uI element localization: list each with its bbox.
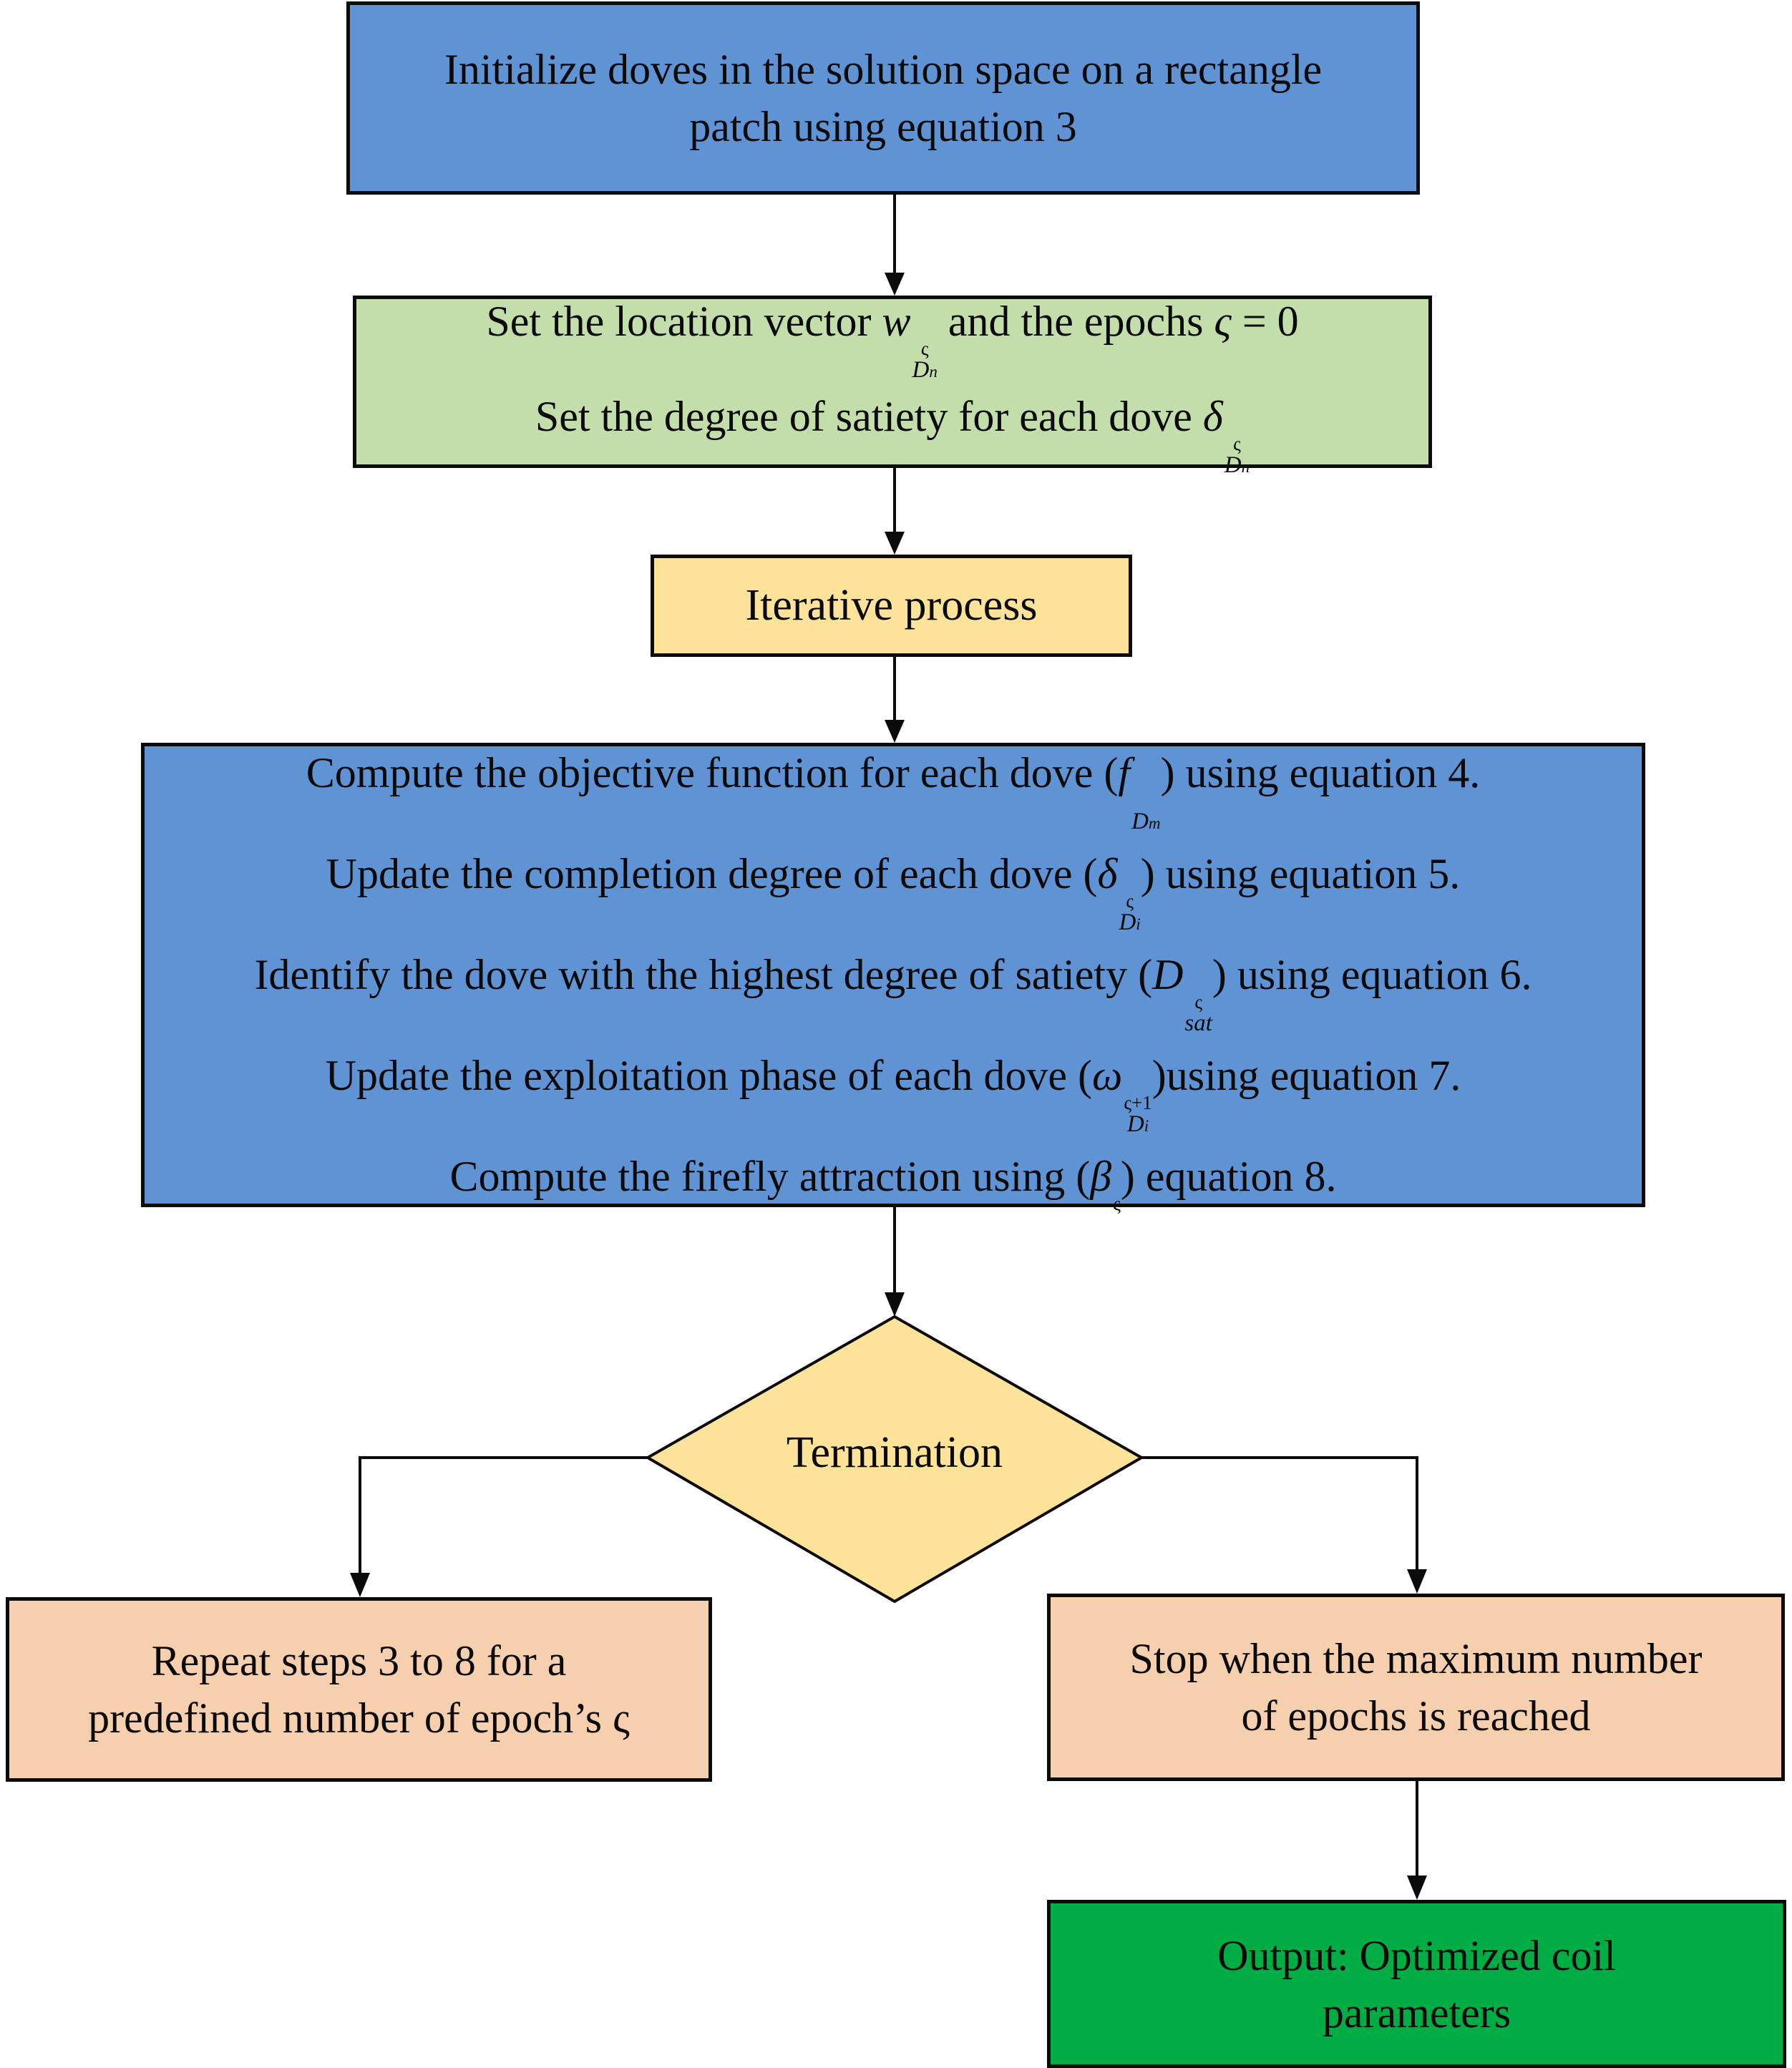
math-subscript-index: n [1241, 457, 1250, 476]
arrowhead-icon [1407, 1876, 1427, 1900]
text-fragment: ) using equation 6. [1212, 951, 1532, 998]
math-subscript-base: D [1131, 809, 1149, 834]
node-repeat: Repeat steps 3 to 8 for a predefined num… [6, 1597, 712, 1782]
arrowhead-icon [885, 1292, 905, 1317]
node-text-line: predefined number of epoch’s ς [88, 1694, 630, 1742]
text-fragment: ) equation 8. [1120, 1153, 1337, 1200]
step-line: Identify the dove with the highest degre… [254, 935, 1532, 1035]
arrowhead-icon [885, 532, 905, 555]
text-fragment: Update the completion degree of each dov… [326, 850, 1098, 897]
node-iterative-process: Iterative process [651, 555, 1132, 657]
math-symbol: ς [1214, 297, 1232, 345]
text-fragment: Identify the dove with the highest degre… [254, 951, 1153, 998]
node-text-line: Repeat steps 3 to 8 for a [151, 1637, 567, 1684]
node-label: Iterative process [745, 581, 1038, 630]
math-subscript-index: i [1144, 1116, 1149, 1135]
text-fragment: ) using equation 5. [1140, 850, 1461, 897]
node-output: Output: Optimized coil parameters [1047, 1900, 1786, 2068]
math-symbol: β [1090, 1153, 1112, 1200]
math-symbol: f [1118, 749, 1131, 796]
node-text-line: Output: Optimized coil [1217, 1931, 1616, 1979]
math-superscript: ς+1 [1124, 1092, 1152, 1113]
math-subscript: Dn [912, 356, 938, 383]
math-subscript-base: D [1126, 1111, 1144, 1137]
math-superscript [1131, 791, 1161, 810]
text-fragment: Compute the objective function for each … [306, 749, 1119, 796]
math-symbol: D [1152, 951, 1184, 998]
math-script: ς [1113, 1194, 1121, 1214]
math-subscript: Dn [1224, 452, 1250, 478]
math-superscript: ς [1113, 1193, 1121, 1214]
edge-init-to-setup [885, 195, 905, 296]
math-symbol: δ [1097, 850, 1118, 897]
math-symbol: δ [1202, 392, 1223, 440]
math-subscript: sat [1184, 1012, 1212, 1035]
node-stop: Stop when the maximum number of epochs i… [1047, 1594, 1785, 1781]
math-superscript: ς [920, 337, 929, 359]
node-text-line: patch using equation 3 [689, 103, 1077, 150]
text-fragment: = 0 [1231, 297, 1299, 345]
math-symbol: w [882, 297, 911, 345]
arrowhead-icon [350, 1573, 370, 1597]
node-text-line: Stop when the maximum number [1129, 1635, 1703, 1682]
math-superscript: ς [1194, 991, 1203, 1013]
text-fragment: Update the exploitation phase of each do… [325, 1052, 1092, 1099]
step-line: Update the exploitation phase of each do… [326, 1035, 1461, 1136]
math-subscript: Di [1119, 911, 1140, 935]
math-subscript-index: i [1136, 914, 1141, 933]
decision-diamond [644, 1315, 1145, 1604]
math-subscript-base: D [912, 356, 930, 383]
node-compute-steps: Compute the objective function for each … [141, 743, 1645, 1214]
node-text-line: Initialize doves in the solution space o… [444, 46, 1323, 93]
math-subscript-base: sat [1184, 1010, 1212, 1036]
text-fragment: )using equation 7. [1151, 1052, 1461, 1099]
text-fragment: Set the location vector [486, 297, 882, 345]
step-line: Compute the objective function for each … [306, 733, 1480, 834]
decision-label: Termination [786, 1428, 1003, 1477]
math-script: Dm [1131, 791, 1161, 834]
text-fragment: Set the degree of satiety for each dove [535, 392, 1203, 440]
math-superscript: ς [1233, 432, 1241, 454]
node-text-line: of epochs is reached [1241, 1692, 1591, 1740]
text-fragment: Compute the firefly attraction using ( [449, 1153, 1091, 1200]
edge-setup-to-iterative [885, 468, 905, 555]
node-text-line: Set the degree of satiety for each dove … [535, 382, 1250, 477]
node-initialize: Initialize doves in the solution space o… [346, 1, 1420, 195]
math-subscript: Di [1124, 1113, 1151, 1136]
arrowhead-icon [1407, 1569, 1427, 1594]
edge-decision-to-repeat [350, 1456, 648, 1597]
edge-iterative-to-compute [885, 657, 905, 743]
math-subscript-index: m [1148, 814, 1161, 832]
math-subscript-base: D [1224, 452, 1242, 478]
arrowhead-icon [885, 273, 905, 296]
text-fragment: ) using equation 4. [1160, 749, 1481, 796]
math-subscript-base: D [1119, 909, 1136, 935]
step-line: Update the completion degree of each dov… [326, 834, 1461, 935]
math-subscript-index: n [929, 361, 938, 381]
text-fragment: and the epochs [937, 297, 1214, 345]
edge-decision-to-stop [1141, 1456, 1427, 1594]
math-superscript: ς [1126, 890, 1134, 912]
node-text-line: parameters [1322, 1989, 1511, 2037]
arrowhead-icon [885, 720, 905, 743]
math-symbol: ω [1091, 1052, 1123, 1099]
edge-stop-to-output [1407, 1781, 1427, 1900]
math-subscript: Dm [1131, 810, 1161, 834]
edge-compute-to-decision [885, 1207, 905, 1317]
